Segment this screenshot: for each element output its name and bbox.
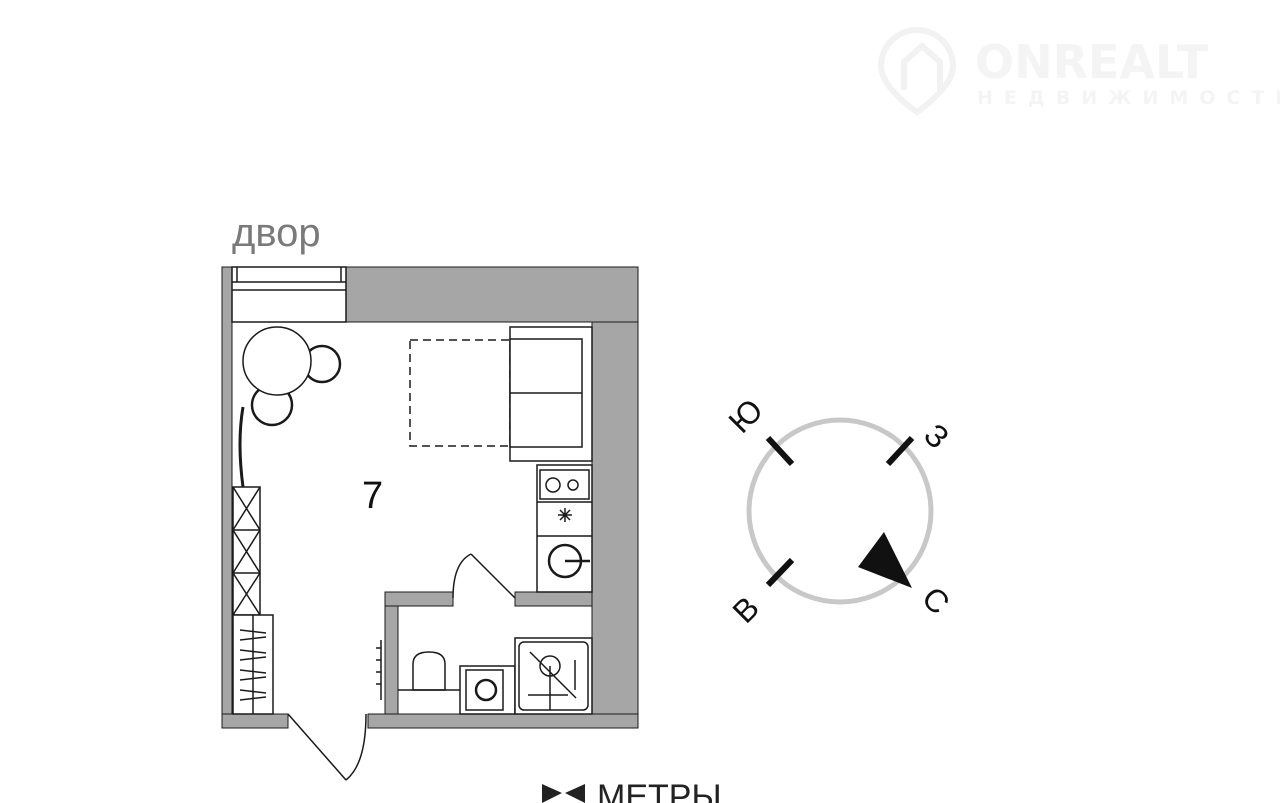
compass-ring xyxy=(746,417,934,605)
compass-ticks xyxy=(765,435,915,588)
bathroom-fixtures xyxy=(398,637,593,715)
bathroom-door xyxy=(452,553,516,599)
compass-east: В xyxy=(725,589,766,630)
metry-logo: МЕТРЫ xyxy=(542,778,722,803)
yard-label: двор xyxy=(232,211,321,255)
towel-radiator xyxy=(376,640,382,700)
hanger xyxy=(238,406,245,488)
sink-tap-icon xyxy=(558,508,572,522)
wardrobe xyxy=(232,486,274,715)
bowtie-icon xyxy=(542,784,562,803)
house-icon xyxy=(901,41,943,90)
room-number: 7 xyxy=(362,475,383,517)
dining-table xyxy=(242,326,342,427)
apartment-plan: 7 xyxy=(221,266,639,781)
kitchen-unit xyxy=(536,464,593,593)
onrealt-watermark: ONREALT НЕДВИЖИМОСТЬ xyxy=(877,26,1280,116)
metry-logo-text: МЕТРЫ xyxy=(597,778,722,803)
compass-south: Ю xyxy=(721,392,769,440)
watermark-tagline: НЕДВИЖИМОСТЬ xyxy=(977,87,1280,109)
unfolded-bed xyxy=(409,339,511,447)
sofa xyxy=(509,326,593,462)
location-pin-icon xyxy=(877,26,957,116)
compass-west: З xyxy=(917,416,956,455)
compass-north: С xyxy=(915,579,957,621)
shower-icon xyxy=(528,651,577,710)
entrance-door xyxy=(287,713,367,781)
north-arrow-icon xyxy=(858,532,912,588)
toilet xyxy=(412,651,446,691)
window xyxy=(231,266,347,323)
walls xyxy=(221,266,639,729)
compass: Ю З В С xyxy=(721,392,956,630)
doors xyxy=(287,553,516,781)
watermark-brand: ONREALT xyxy=(975,35,1209,89)
